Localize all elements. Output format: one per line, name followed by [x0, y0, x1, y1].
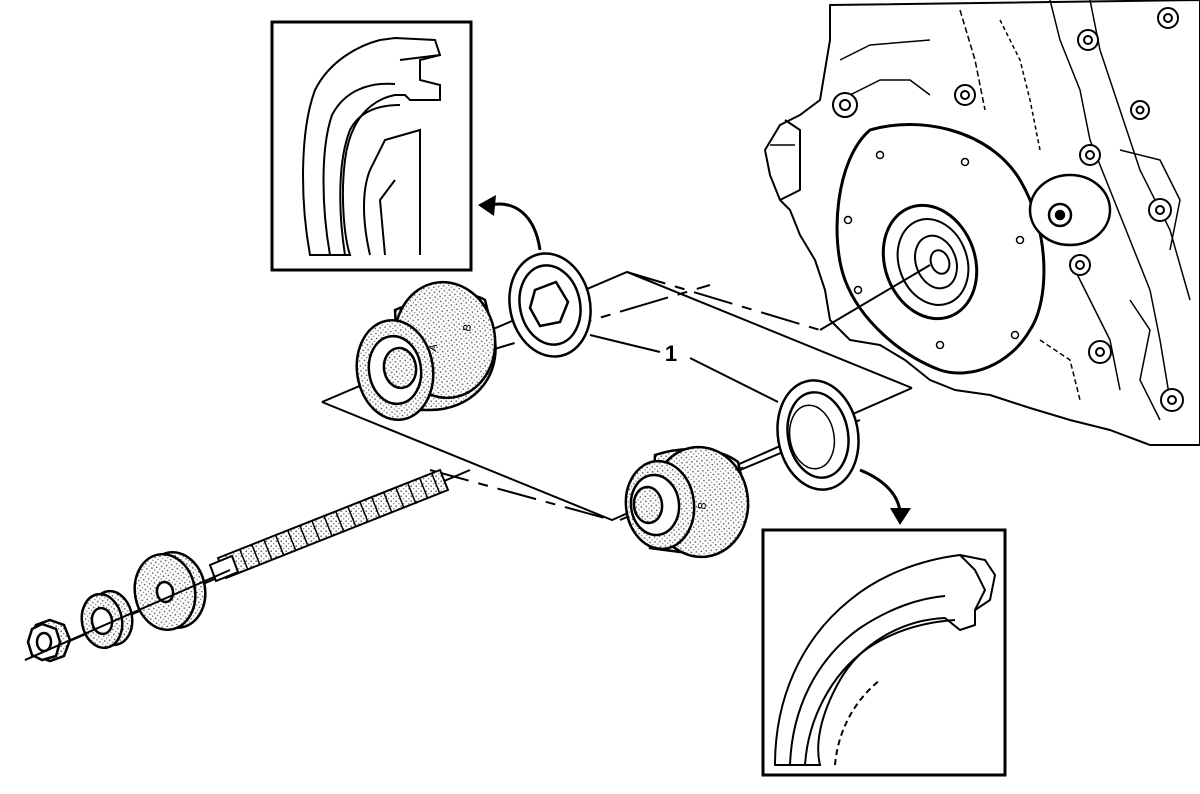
- tool-mark-a-upper: A: [427, 343, 440, 353]
- engine-pulley: [1028, 173, 1112, 247]
- rear-main-seal-upper: [508, 252, 592, 358]
- inset-upper: [270, 20, 542, 272]
- callout-label-1: 1: [665, 341, 677, 366]
- thrust-bearing: [80, 589, 134, 650]
- threaded-rod: [208, 468, 450, 583]
- installer-tool-lower: B A: [624, 445, 750, 559]
- rear-main-seal-lower: [776, 379, 860, 491]
- tool-mark-b-lower: B: [696, 501, 709, 510]
- inset-lower: [761, 468, 1007, 777]
- tool-mark-a-lower: A: [733, 465, 746, 475]
- callout-leaders: [589, 334, 779, 403]
- rod-axis-line: [24, 569, 231, 661]
- engine-bolts: [832, 7, 1184, 412]
- installer-tool-upper: A B: [355, 280, 497, 422]
- tool-mark-b-upper: B: [461, 323, 474, 332]
- rear-cover-plate: [835, 123, 1046, 375]
- flat-washer: [133, 550, 207, 632]
- hex-nut: [26, 618, 72, 663]
